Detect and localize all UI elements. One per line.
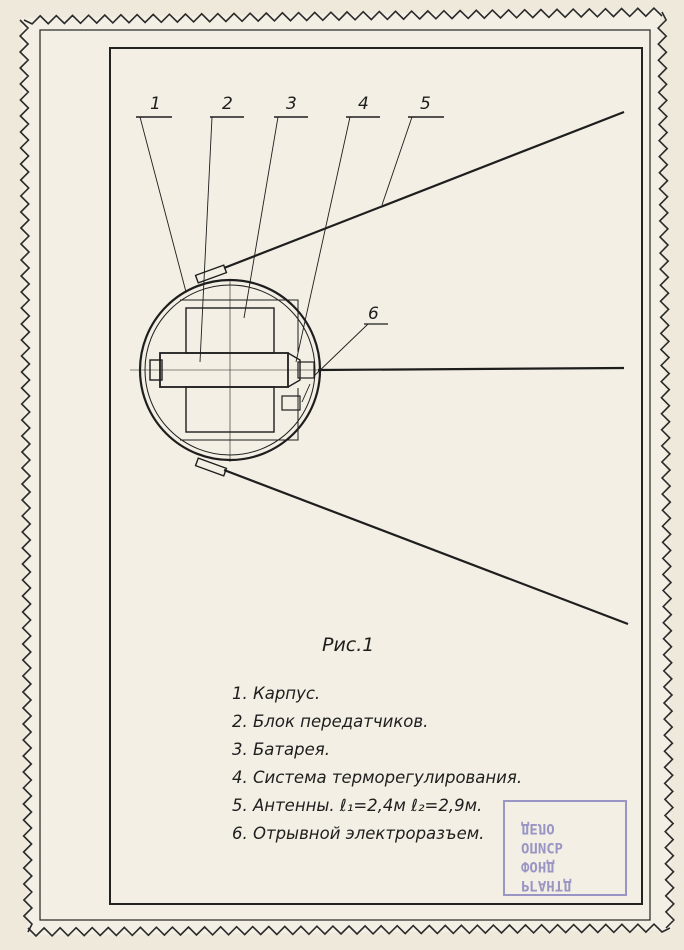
outer-frame [39,29,651,921]
callout-5: 5 [420,94,431,114]
figure-legend: 1. Карпус. 2. Блок передатчиков. 3. Бата… [232,680,632,848]
leader-1 [139,116,187,293]
antenna-lower [223,468,629,626]
zigzag-border [18,6,676,938]
leader-6 [313,323,369,377]
figure-title: Рис.1 [322,634,375,656]
legend-item-6: 6. Отрывной электроразъем. [232,824,485,843]
antenna-middle [317,366,625,372]
callout-3: 3 [286,94,297,114]
zigzag-edge [23,6,663,25]
inner-frame [109,47,643,905]
leader-4 [295,116,351,363]
antenna-upper [223,110,625,270]
thermal-element [297,361,315,379]
legend-item-3: 3. Батарея. [232,740,330,759]
legend-item-5: 5. Антенны. ℓ₁=2,4м ℓ₂=2,9м. [232,796,483,815]
archive-stamp: РГАНТД ФОНД ОПИСЬ ДЕЛО [503,800,627,896]
leader-5 [381,116,413,206]
stamp-line-2: ФОНД [521,858,555,874]
stamp-line-4: ДЕЛО [521,820,555,836]
satellite-drawing [130,110,629,626]
legend-item-1: 1. Карпус. [232,684,321,703]
leader-6b [301,383,311,403]
legend-item-4: 4. Система терморегулирования. [232,768,523,787]
legend-item-2: 2. Блок передатчиков. [232,712,429,731]
inner-frame-top [180,299,299,352]
paper-sheet [22,10,672,935]
zigzag-edge [27,922,671,938]
leader-3 [243,116,279,319]
lower-antenna-mount [194,457,228,477]
zigzag-edge [656,11,676,929]
inner-frame-bottom [180,388,299,441]
stamp-line-3: ОПИСЬ [521,839,564,855]
zigzag-edge [18,19,34,933]
leader-2 [199,116,213,363]
callout-1: 1 [150,94,161,114]
callout-6: 6 [368,304,379,324]
transmitter-cone [287,352,301,388]
upper-antenna-mount [194,264,228,284]
transmitter-cap-left [149,359,163,381]
callout-2: 2 [222,94,233,114]
stamp-line-1: РГАНТД [521,877,572,893]
callout-4: 4 [358,94,369,114]
transmitter-block [159,352,289,388]
connector-block [281,395,301,411]
